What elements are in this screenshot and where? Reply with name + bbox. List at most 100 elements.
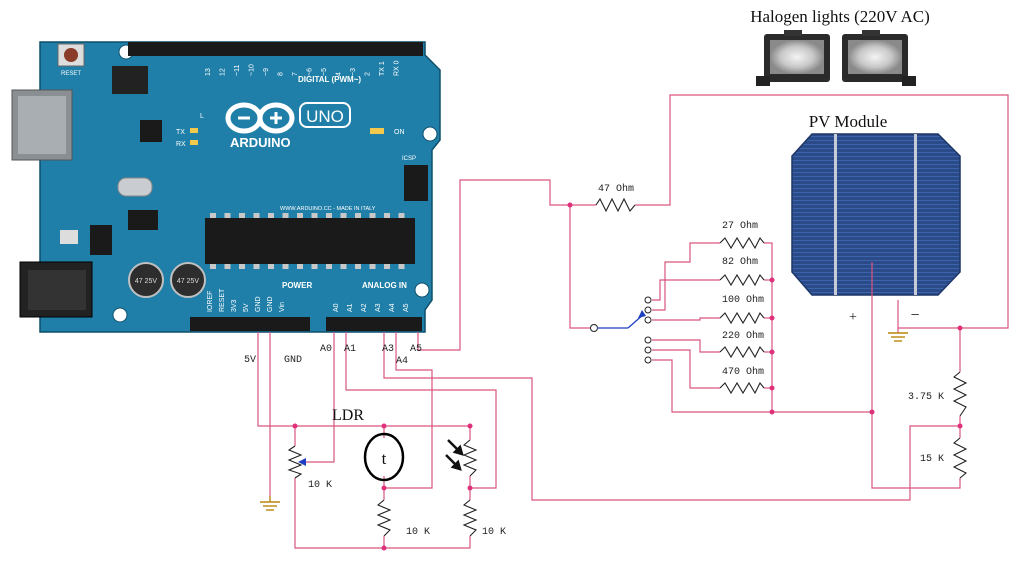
power-header-label: POWER (282, 281, 312, 290)
crystal (117, 177, 153, 197)
ldr-label: LDR (332, 407, 364, 424)
digital-pin-label-7: ~6 (307, 68, 314, 76)
rx-label: RX (176, 141, 186, 148)
chip-pin (268, 264, 274, 269)
resistor-220-label: 220 Ohm (722, 330, 764, 342)
chip-pin (282, 264, 289, 269)
power-pin-label-5: GND (267, 296, 274, 312)
digital-pin-label-8: ~5 (321, 68, 328, 76)
pot-10k-label: 10 K (308, 480, 332, 491)
analog-pin-label-5: A5 (403, 303, 410, 312)
power-pin-label-3: 5V (243, 303, 250, 312)
analog-pin-label-4: A4 (389, 303, 396, 312)
arduino-logo (225, 102, 295, 134)
ldr-resistor (462, 439, 478, 477)
resistor-3-75k-label: 3.75 K (908, 392, 944, 403)
icsp-label: ICSP (402, 156, 416, 162)
pv-module-title: PV Module (809, 112, 888, 131)
resistor-27-label: 27 Ohm (722, 220, 758, 232)
chip-pin (253, 264, 260, 269)
chip-pin (224, 213, 231, 218)
chip-pin (297, 264, 303, 269)
digital-pin-label-13: RX 0 (394, 60, 401, 76)
chip-pin (369, 264, 376, 269)
uno-badge (299, 102, 351, 128)
svg-text:47 25V: 47 25V (135, 278, 158, 285)
chip-pin (340, 213, 347, 218)
halogen-title: Halogen lights (220V AC) (750, 7, 930, 26)
digital-header-label: DIGITAL (PWM~) (298, 75, 361, 84)
analog-pin-label-0: A0 (333, 303, 340, 312)
pin-a4-label: A4 (396, 356, 408, 367)
chip-pin (253, 213, 260, 218)
resistor-82-label: 82 Ohm (722, 256, 758, 268)
pin-5v-label: 5V (244, 355, 256, 366)
capacitor-1: 47 25V (128, 262, 164, 298)
website-text: WWW.ARDUINO.CC - MADE IN ITALY (280, 206, 376, 212)
resistor-10k-b (462, 499, 478, 537)
analog-pin-label-2: A2 (361, 303, 368, 312)
on-label: ON (394, 129, 405, 136)
resistor-220-ohm (719, 345, 765, 359)
l-label: L (200, 113, 204, 120)
chip-pin (311, 213, 318, 218)
resistor-10k-b-label: 10 K (482, 527, 506, 538)
chip-pin (311, 264, 318, 269)
chip-pin (384, 264, 390, 269)
chip-pin (210, 264, 216, 269)
chip-pin (210, 213, 216, 218)
resistor-10k-a-label: 10 K (406, 527, 430, 538)
resistor-15k (952, 437, 968, 479)
analog-header-label: ANALOG IN (362, 281, 407, 290)
digital-pin-label-11: 2 (365, 72, 372, 76)
capacitor-2: 47 25V (170, 262, 206, 298)
power-pin-label-1: RESET (219, 288, 226, 312)
resistor-470-label: 470 Ohm (722, 366, 764, 378)
pv-minus-label: − (910, 307, 919, 324)
uno-text: UNO (306, 107, 344, 126)
svg-text:47 25V: 47 25V (177, 278, 200, 285)
atmega-chip (205, 218, 415, 264)
icsp-header (404, 165, 428, 201)
power-header (190, 317, 310, 331)
arduino-logo-text: ARDUINO (230, 135, 291, 150)
chip-pin (326, 264, 332, 269)
chip-pin (398, 264, 405, 269)
resistor-10k-a (376, 499, 392, 537)
digital-pin-label-1: 12 (220, 68, 227, 76)
resistor-100-label: 100 Ohm (722, 294, 764, 306)
halogen-lamp-left (756, 30, 830, 86)
digital-pin-label-6: 7 (292, 72, 299, 76)
digital-pin-label-3: ~10 (249, 64, 256, 76)
chip-pin (355, 264, 361, 269)
potentiometer-10k (287, 445, 303, 479)
resistor-3-75k (952, 371, 968, 417)
resistor-100-ohm (719, 311, 765, 325)
light-arrows-icon (445, 439, 464, 471)
ground-symbol-left (260, 496, 280, 511)
chip-pin (268, 213, 274, 218)
digital-pin-label-2: ~11 (234, 65, 241, 76)
pin-a0-label: A0 (320, 344, 332, 355)
resistor-15k-label: 15 K (920, 454, 944, 465)
digital-pin-label-5: 8 (278, 72, 285, 76)
power-pin-label-4: GND (255, 296, 262, 312)
thermistor-symbol (363, 432, 405, 482)
ground-symbol-right (888, 332, 908, 342)
analog-pin-label-3: A3 (375, 303, 382, 312)
pv-plus-label: + (849, 310, 857, 325)
reset-label: RESET (61, 71, 81, 77)
chip-pin (355, 213, 361, 218)
chip-pin (297, 213, 303, 218)
analog-pin-label-1: A1 (347, 303, 354, 312)
chip-pin (369, 213, 376, 218)
pv-cell (791, 133, 961, 296)
junction-nodes (292, 202, 963, 551)
digital-pin-label-4: ~9 (263, 68, 270, 76)
pin-a5-label: A5 (410, 344, 422, 355)
rotary-selector-switch (590, 296, 652, 364)
